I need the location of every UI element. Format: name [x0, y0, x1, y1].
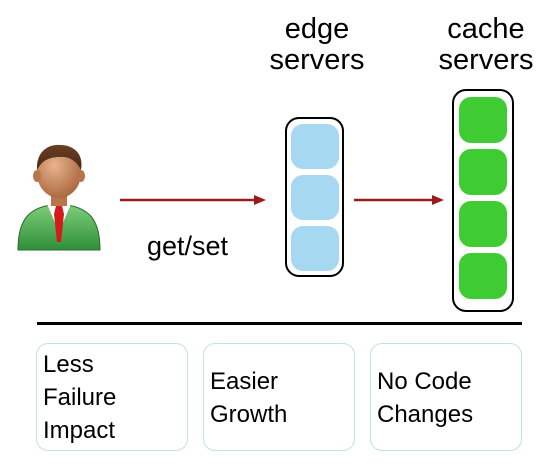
- cache-server-slot: [459, 201, 507, 247]
- cache-label-line: cache: [447, 13, 525, 45]
- benefit-text-line: No Code: [377, 368, 472, 395]
- cache-servers-label: cache servers: [424, 14, 548, 76]
- cache-server-slot: [459, 97, 507, 143]
- edge-label-line: servers: [269, 44, 365, 76]
- benefit-text-line: Growth: [210, 401, 288, 428]
- edge-server-slot: [290, 226, 339, 271]
- divider: [37, 322, 522, 325]
- edge-server-rack: [285, 117, 344, 277]
- user-icon: [14, 140, 104, 252]
- cache-server-rack: [452, 89, 514, 312]
- benefit-box-easier-growth: Easier Growth: [203, 343, 355, 451]
- benefit-text-line: Impact: [43, 417, 116, 444]
- benefit-text-line: Failure: [43, 384, 117, 411]
- cache-server-slot: [459, 253, 507, 299]
- benefit-box-less-failure-impact: Less Failure Impact: [36, 343, 188, 451]
- benefit-text-line: Changes: [377, 401, 474, 428]
- request-label: get/set: [147, 231, 229, 261]
- arrow-right-icon: [354, 193, 444, 205]
- benefit-text-line: Less: [43, 351, 94, 378]
- edge-label-line: edge: [284, 13, 350, 45]
- cache-label-line: servers: [438, 44, 534, 76]
- edge-server-slot: [290, 124, 339, 169]
- cache-server-slot: [459, 149, 507, 195]
- benefit-text-line: Easier: [210, 368, 279, 395]
- benefit-box-no-code-changes: No Code Changes: [370, 343, 522, 451]
- arrow-right-icon: [120, 193, 266, 205]
- edge-server-slot: [290, 175, 339, 220]
- edge-servers-label: edge servers: [256, 14, 378, 76]
